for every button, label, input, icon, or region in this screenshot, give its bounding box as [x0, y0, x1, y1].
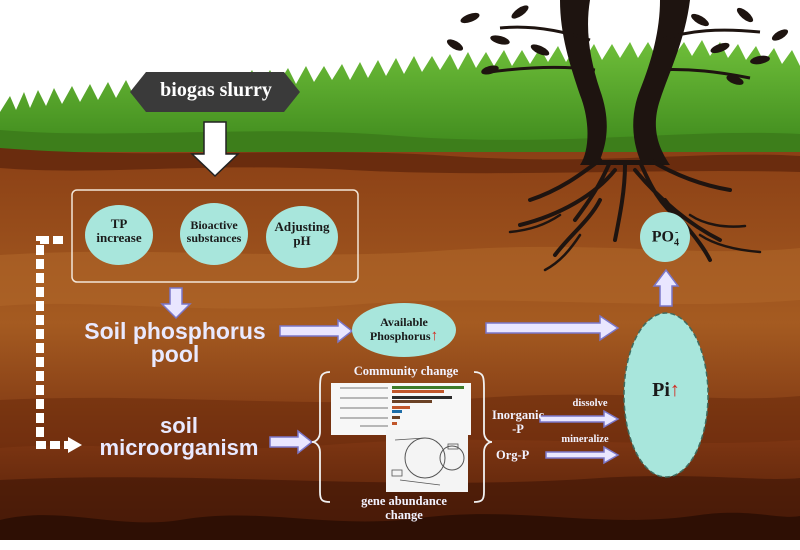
- phosphate-base: PO: [651, 228, 674, 246]
- org-p-label: Org-P: [496, 448, 530, 462]
- inorganic-line1: Inorganic: [491, 408, 545, 422]
- dissolve-label: dissolve: [572, 398, 608, 409]
- soil-microorganism-label: soil microorganism: [74, 415, 284, 459]
- phosphate-label: PO4-: [640, 227, 690, 249]
- pi-text: Pi: [652, 379, 670, 401]
- tp-line2: increase: [96, 229, 142, 245]
- phosphate-circle: [640, 212, 690, 262]
- available-phosphorus-label: Available Phosphorus↑: [356, 316, 452, 344]
- pool-line1: Soil phosphorus: [84, 318, 266, 344]
- down-arrow: [190, 121, 240, 178]
- inorganic-p-label: Inorganic -P: [486, 408, 550, 437]
- pi-ellipse: [623, 312, 709, 478]
- bioactive-line1: Bioactive: [190, 218, 238, 232]
- gene-pathway-thumbnail: [386, 430, 468, 492]
- gene-abundance-label: gene abundance change: [334, 494, 474, 523]
- gene-line1: gene abundance: [361, 494, 447, 508]
- phosphate-sup: -: [674, 227, 679, 238]
- tp-line1: TP: [110, 216, 128, 231]
- biogas-slurry-label: biogas slurry: [160, 79, 272, 101]
- left-brace: [311, 371, 331, 503]
- available-phosphorus-bubble: [352, 303, 456, 357]
- available-line2: Phosphorus: [369, 328, 431, 343]
- effect-bubble-ph: [266, 206, 338, 268]
- tp-increase-label: TP increase: [85, 217, 153, 244]
- gene-line2: change: [385, 508, 423, 523]
- available-line1: Available: [380, 315, 428, 329]
- community-change-label: Community change: [353, 364, 459, 378]
- bioactive-label: Bioactive substances: [176, 219, 252, 244]
- microbe-line2: microorganism: [99, 435, 259, 460]
- ph-line1: Adjusting: [274, 219, 330, 234]
- ph-label: Adjusting pH: [264, 220, 340, 247]
- bioactive-line2: substances: [186, 230, 242, 245]
- microbe-line1: soil: [160, 413, 198, 438]
- mineralize-label: mineralize: [561, 434, 609, 445]
- right-brace: [473, 371, 493, 503]
- soil-phosphorus-pool-label: Soil phosphorus pool: [70, 320, 280, 366]
- ph-line2: pH: [293, 232, 311, 248]
- pi-up-arrow-icon: ↑: [669, 379, 680, 401]
- pi-label: Pi↑: [630, 380, 702, 401]
- phosphate-sub: 4: [673, 237, 679, 249]
- inorganic-line2: -P: [512, 422, 524, 437]
- pool-line2: pool: [150, 341, 200, 367]
- community-chart-thumbnail: [331, 383, 471, 435]
- source-hexagon: [130, 72, 300, 112]
- dashed-connector: [36, 236, 70, 449]
- effect-bubble-tp: [85, 205, 153, 265]
- available-up-arrow-icon: ↑: [430, 327, 439, 344]
- effects-box: [71, 189, 359, 283]
- effect-bubble-bioactive: [180, 203, 248, 265]
- tree: [446, 0, 789, 272]
